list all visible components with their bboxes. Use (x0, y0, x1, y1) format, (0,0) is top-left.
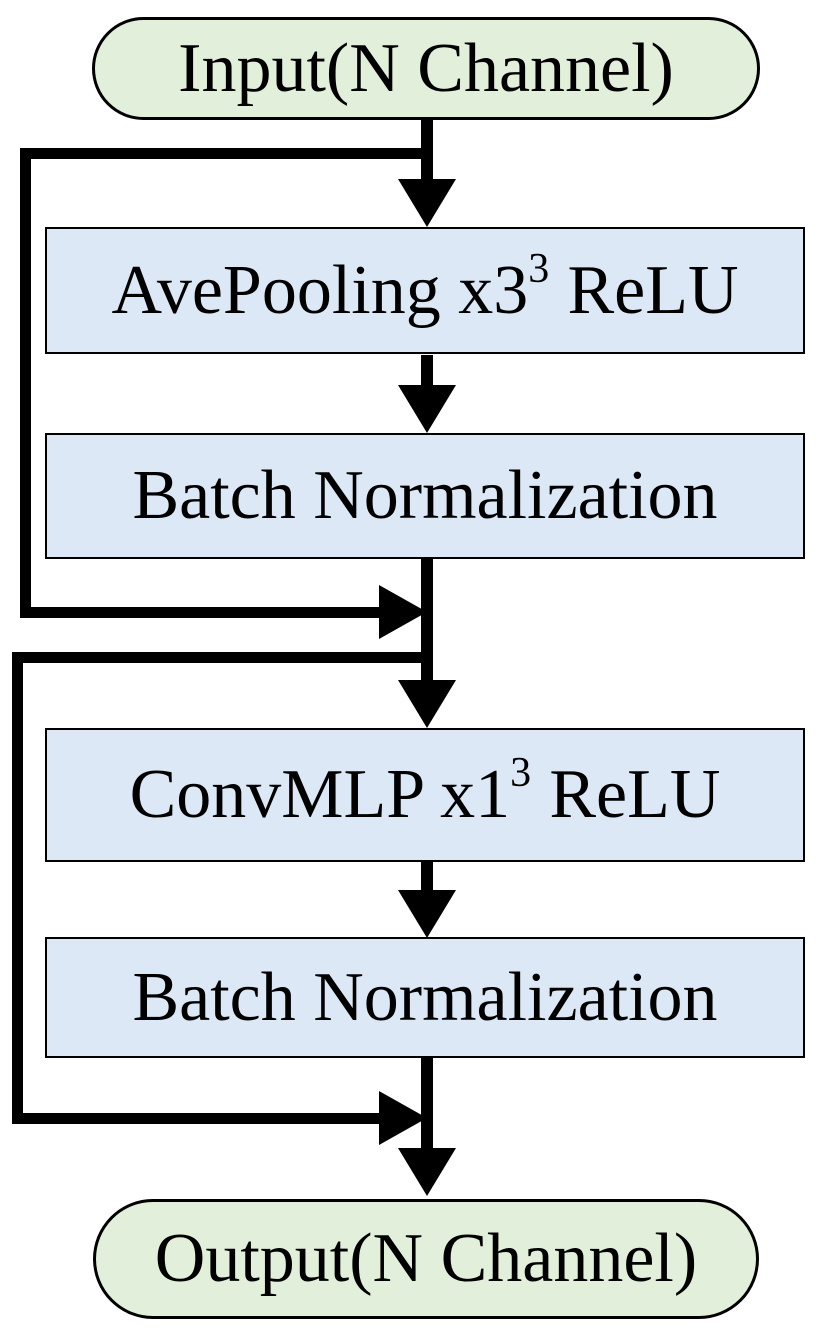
node-input-label: Input(N Channel) (178, 29, 674, 107)
node-batchnorm2-label: Batch Normalization (132, 958, 718, 1036)
node-avepooling-label: AvePooling x3 (111, 251, 529, 329)
node-convmlp-activation: ReLU (549, 756, 721, 833)
arrowhead-down-icon (398, 680, 456, 728)
arrowhead-down-icon (398, 385, 456, 433)
skip2-branch-line (12, 652, 433, 663)
arrowhead-right-icon (379, 585, 427, 639)
skip1-branch-line (20, 148, 433, 159)
connector-convmlp-to-batchnorm2 (421, 862, 433, 894)
node-batchnorm2: Batch Normalization (45, 937, 805, 1058)
arrowhead-down-icon (398, 179, 456, 227)
node-output-label: Output(N Channel) (154, 1220, 698, 1297)
skip1-merge-line (20, 607, 381, 618)
arrowhead-right-icon (379, 1091, 427, 1145)
connector-avepooling-to-batchnorm1 (421, 355, 433, 389)
skip1-vertical-line (20, 148, 31, 618)
arrowhead-down-icon (398, 890, 456, 938)
arrowhead-down-icon (398, 1148, 456, 1196)
skip2-vertical-line (12, 652, 23, 1124)
node-batchnorm1: Batch Normalization (45, 433, 805, 559)
node-avepooling-activation: ReLU (567, 251, 739, 329)
node-batchnorm1-label: Batch Normalization (132, 457, 718, 534)
skip2-merge-line (12, 1113, 380, 1124)
node-convmlp-label: ConvMLP x1 (129, 756, 511, 833)
node-input: Input(N Channel) (92, 17, 760, 120)
node-output: Output(N Channel) (93, 1199, 759, 1319)
